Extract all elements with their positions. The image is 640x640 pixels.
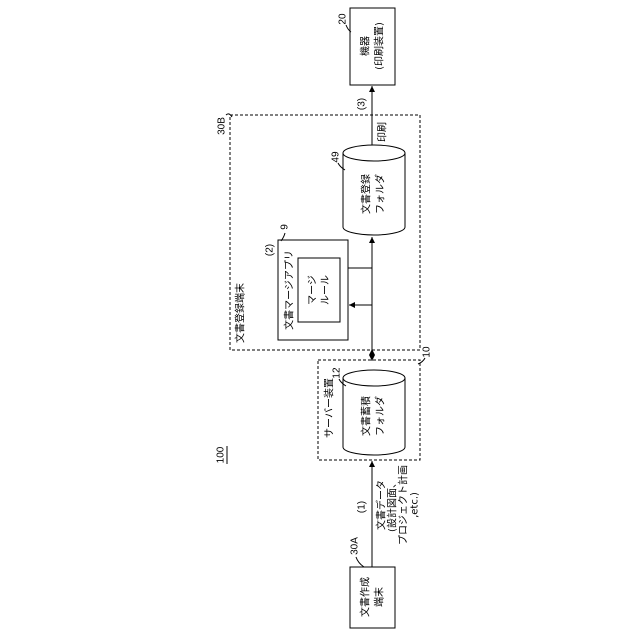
reference-30b-leader [226, 114, 232, 117]
upload-flow: (1) 文書データ (設計図面、 プロジェクト計画 ,etc.) [357, 461, 421, 567]
merge-app: 文書マージアプリ マージ ルール (2) 9 [265, 224, 349, 340]
device-label-line-1: 機器 [359, 36, 372, 56]
accumulation-folder-label-line-2: フォルダ [374, 396, 387, 436]
figure-label: 100 [216, 446, 228, 464]
merge-rule-label-line-1: マージ [308, 275, 319, 305]
merge-app-label: 文書マージアプリ [283, 250, 296, 330]
accumulation-folder: 文書蓄積 フォルダ 12 [332, 367, 406, 455]
merge-rule-box [298, 258, 340, 322]
accumulation-folder-label-line-1: 文書蓄積 [360, 396, 373, 436]
reference-30b: 30B [217, 117, 228, 135]
server-device: サーバー装置 10 文書蓄積 フォルダ 12 [318, 346, 433, 460]
reference-9: 9 [280, 224, 291, 230]
reference-49: 49 [331, 151, 342, 163]
document-registration-terminal: 文書登録端末 30B 文書マージアプリ マージ ルール (2) 9 文書登録 フ… [217, 114, 421, 361]
device-label-line-2: (印刷装置) [373, 22, 386, 70]
database-cylinder-icon [343, 370, 405, 455]
print-label: 印刷 [377, 122, 389, 142]
upload-data-line-2: (設計図面、 [386, 478, 399, 532]
registration-folder-label-line-2: フォルダ [374, 174, 387, 214]
step-2-label: (2) [265, 244, 276, 256]
upload-data-line-3: プロジェクト計画 [397, 465, 410, 545]
reference-10: 10 [422, 346, 433, 358]
device-box [350, 8, 395, 85]
upload-data-line-1: 文書データ [375, 480, 388, 530]
terminal-30a-label-line-1: 文書作成 [359, 577, 372, 617]
upload-data-line-4: ,etc.) [410, 492, 421, 518]
step-1-label: (1) [357, 501, 368, 513]
reference-30a-leader [356, 557, 364, 567]
reference-20: 20 [338, 13, 349, 25]
terminal-30a-box [350, 567, 395, 628]
printing-device: 機器 (印刷装置) 20 [338, 8, 396, 85]
registration-folder-label-line-1: 文書登録 [360, 174, 373, 214]
figure-number: 100 [216, 446, 227, 463]
registration-folder: 文書登録 フォルダ 49 [331, 145, 406, 235]
step-3-label: (3) [357, 98, 368, 110]
reference-30a: 30A [350, 537, 361, 555]
reference-12: 12 [332, 367, 343, 379]
reference-10-leader [418, 358, 425, 364]
terminal-30b-label: 文書登録端末 [234, 283, 247, 343]
merge-rule-label-line-2: ルール [321, 275, 332, 305]
terminal-30a-label-line-2: 端末 [373, 587, 386, 607]
server-label: サーバー装置 [323, 378, 336, 438]
